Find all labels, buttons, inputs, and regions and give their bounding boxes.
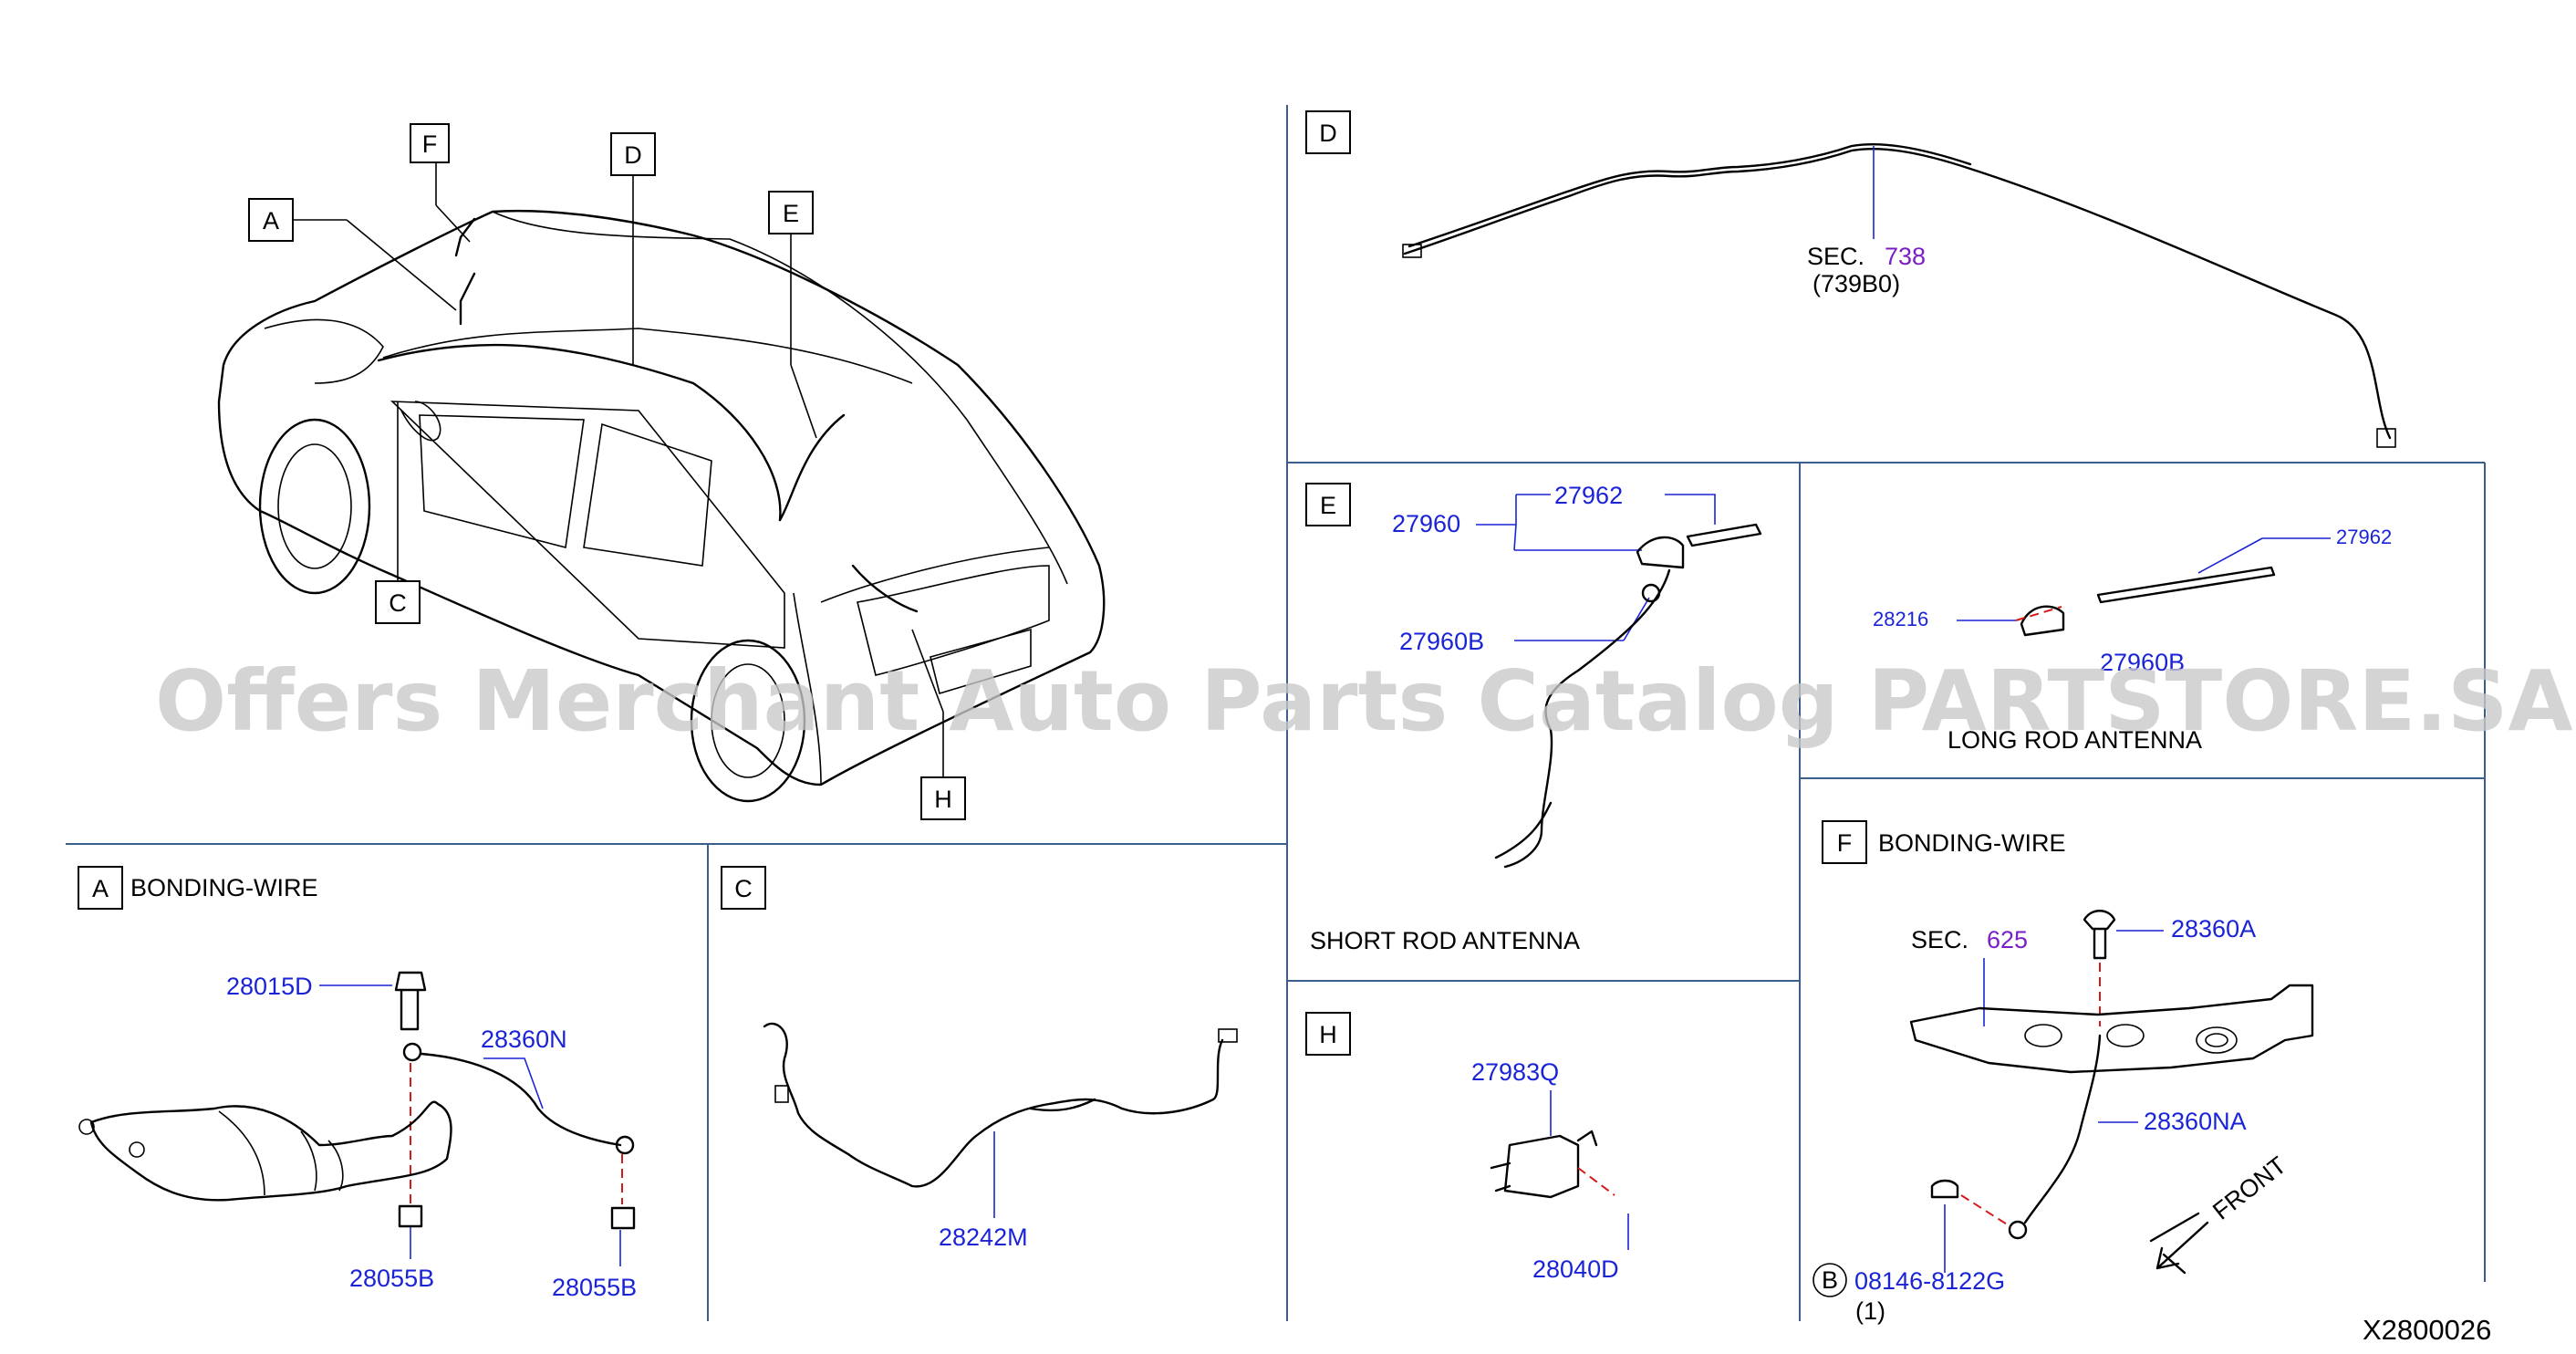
caption-long-rod: LONG ROD ANTENNA [1948,726,2202,754]
vehicle-overview [217,209,1106,803]
part-27960b-long[interactable]: 27960B [2100,649,2185,676]
part-28055b-right[interactable]: 28055B [552,1274,637,1301]
part-28360na[interactable]: 28360NA [2144,1108,2247,1135]
section-a-title: BONDING-WIRE [130,874,318,901]
section-a-letter: A [92,875,109,902]
section-f-title: BONDING-WIRE [1878,829,2066,857]
section-long-rod: 27962 28216 27960B LONG ROD ANTENNA [1873,526,2392,754]
watermark-text: Offers Merchant Auto Parts Catalog PARTS… [155,652,2573,750]
overview-callouts: F A D E C H [248,123,966,820]
part-28360n[interactable]: 28360N [481,1026,567,1053]
section-h-letter: H [1319,1021,1337,1048]
front-arrow-icon [2149,1212,2209,1275]
part-28055b-left[interactable]: 28055B [349,1265,434,1292]
section-e-letter: E [1320,492,1336,519]
section-d-letter: D [1319,120,1337,147]
callout-a: A [263,207,279,234]
part-27960[interactable]: 27960 [1392,510,1460,537]
section-f-sec-number[interactable]: 625 [1987,926,2028,953]
caption-short-rod: SHORT ROD ANTENNA [1310,927,1580,954]
part-28242m[interactable]: 28242M [939,1224,1028,1251]
section-d-sec-number[interactable]: 738 [1885,243,1926,270]
section-f-bolt-symbol: B [1822,1266,1838,1294]
part-27962-long[interactable]: 27962 [2336,526,2392,548]
section-f: F BONDING-WIRE SEC. 625 28360A 28360NA B… [1813,820,2314,1325]
section-c-letter: C [734,875,753,902]
section-f-sec-prefix: SEC. [1911,926,1968,953]
section-e: E 27962 27960 27960B SHORT ROD ANTENNA [1305,482,1762,954]
part-08146-8122g[interactable]: 08146-8122G [1854,1267,2005,1295]
section-d-sec-sub: (739B0) [1813,270,1900,297]
callout-f: F [422,130,438,158]
section-h: H 27983Q 28040D [1305,1012,1629,1283]
section-a: A BONDING-WIRE 28015D 28360N 28055B 2805… [78,866,637,1301]
section-f-letter: F [1837,829,1853,857]
section-c: C 28242M [721,866,1238,1251]
part-27983q[interactable]: 27983Q [1471,1058,1559,1086]
callout-d: D [624,141,642,169]
part-28216[interactable]: 28216 [1873,608,1928,630]
front-label: FRONT [2207,1151,2291,1225]
section-f-bolt-qty: (1) [1855,1297,1885,1325]
part-28015d[interactable]: 28015D [226,973,313,1000]
part-27960b-short[interactable]: 27960B [1399,628,1484,655]
part-27962-short[interactable]: 27962 [1554,482,1623,509]
part-28040d[interactable]: 28040D [1532,1255,1619,1283]
callout-h: H [934,786,952,813]
section-d: D SEC. 738 (739B0) [1305,110,2396,448]
part-28360a[interactable]: 28360A [2171,915,2256,943]
diagram-code: X2800026 [2363,1314,2491,1346]
callout-e: E [783,200,799,227]
section-d-sec-prefix: SEC. [1807,243,1864,270]
callout-c: C [389,589,407,617]
panel-dividers [66,105,2486,1321]
